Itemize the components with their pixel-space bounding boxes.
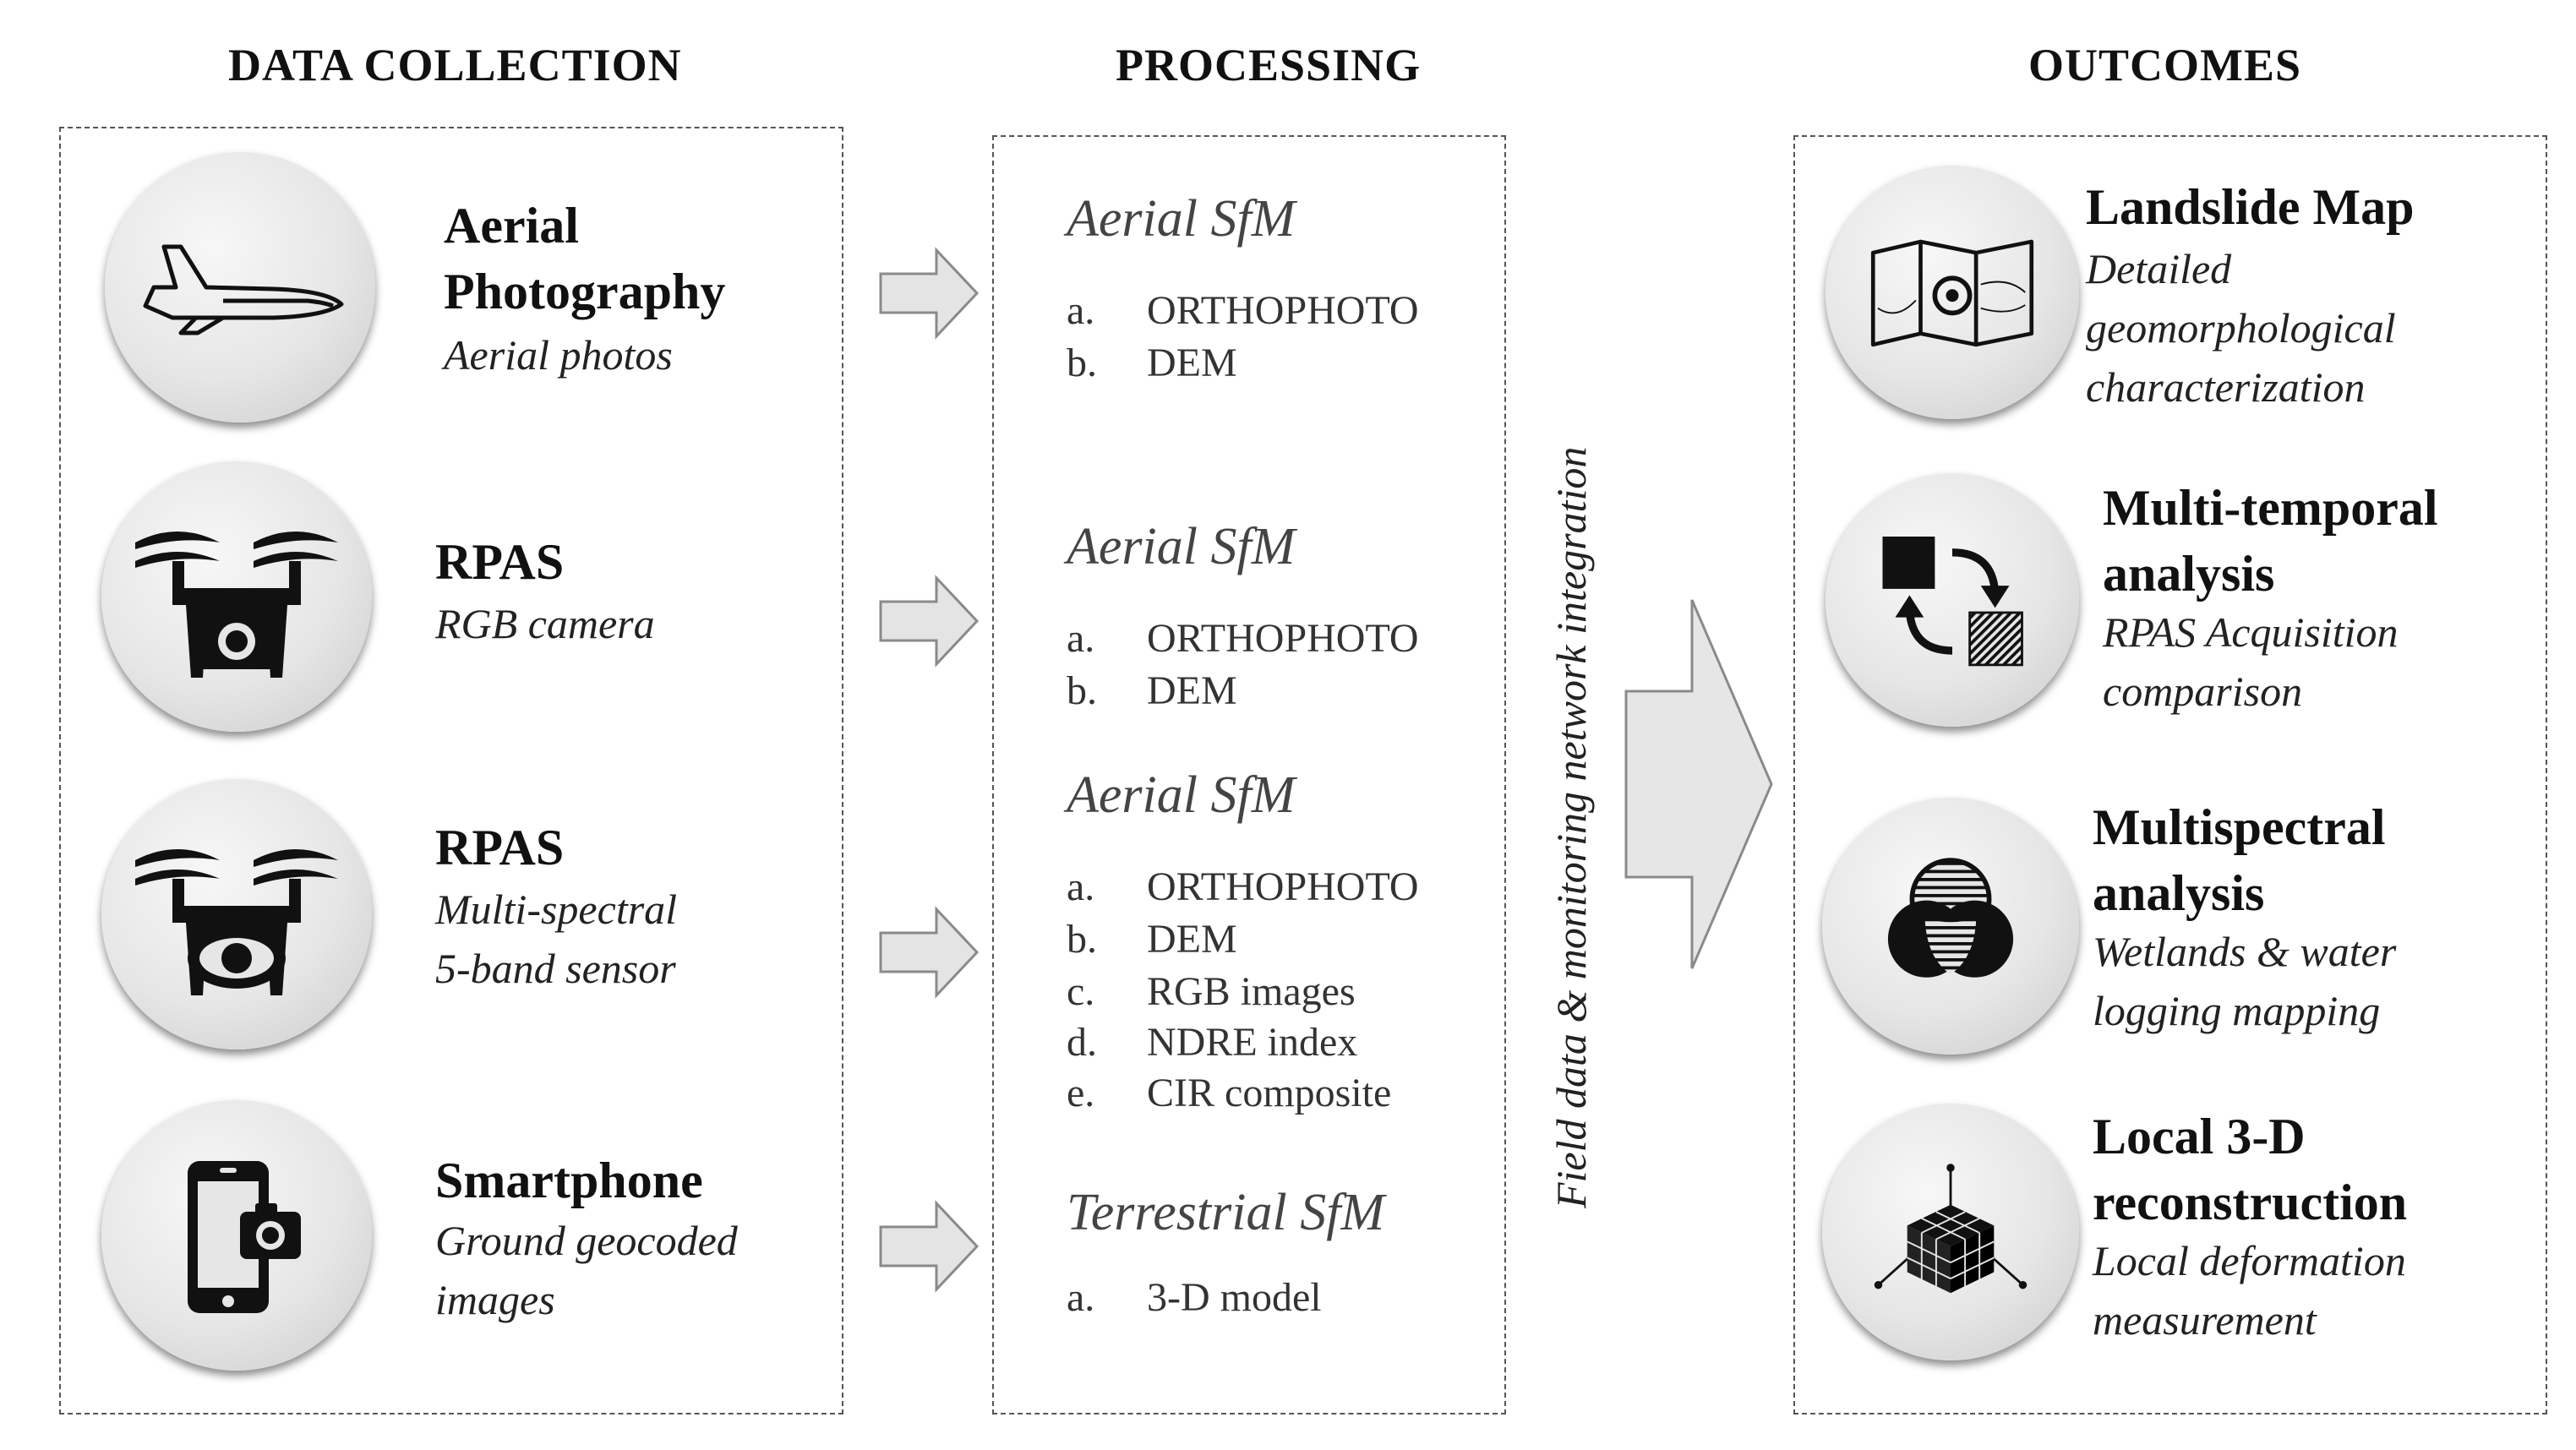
integration-label: Field data & monitoring network integrat… [1547, 446, 1595, 1208]
processing-item: a.ORTHOPHOTO [1067, 288, 1419, 333]
header-data-collection: DATA COLLECTION [228, 40, 682, 90]
processing-group-title: Terrestrial SfM [1067, 1184, 1385, 1241]
collection-subtitle-line: 5-band sensor [435, 945, 676, 992]
outcome-subtitle-line: logging mapping [2093, 987, 2381, 1034]
small-arrow-icon [879, 906, 980, 999]
processing-item: a.ORTHOPHOTO [1067, 616, 1419, 661]
outcome-title-line: Local 3-D [2093, 1109, 2306, 1164]
collection-subtitle-line: Ground geocoded [435, 1217, 738, 1264]
drone-camera-icon [135, 531, 338, 678]
small-arrow-icon [879, 575, 980, 668]
processing-item: b.DEM [1067, 917, 1237, 962]
outcome-subtitle-line: RPAS Acquisition [2103, 608, 2399, 656]
small-arrow-icon [879, 1200, 980, 1293]
processing-group-title: Aerial SfM [1067, 518, 1296, 575]
rpas-rgb-circle [101, 461, 372, 732]
outcome-title-line: analysis [2093, 865, 2265, 921]
squares-swap-icon [1882, 537, 2023, 667]
header-outcomes: OUTCOMES [2028, 40, 2302, 90]
outcome-subtitle-line: Local deformation [2093, 1237, 2406, 1284]
outcome-title-line: Multi-temporal [2103, 480, 2438, 536]
cube-icon [1874, 1164, 2028, 1294]
header-processing: PROCESSING [1116, 40, 1422, 90]
outcome-subtitle-line: geomorphological [2086, 304, 2396, 352]
collection-title-line: Aerial [444, 198, 579, 253]
venn-icon [1887, 858, 2014, 978]
smartphone-camera-icon [188, 1161, 301, 1313]
outcome-title-line: analysis [2103, 546, 2275, 602]
processing-panel [992, 135, 1506, 1415]
processing-item: b.DEM [1067, 668, 1237, 713]
rpas-multispectral-circle [101, 779, 372, 1049]
collection-title-line: RPAS [435, 820, 565, 875]
outcome-subtitle-line: measurement [2093, 1296, 2317, 1344]
outcome-title-line: Multispectral [2093, 799, 2386, 855]
processing-item: b.DEM [1067, 341, 1237, 385]
collection-title-line: RPAS [435, 534, 565, 590]
airplane-icon [143, 244, 344, 335]
small-arrow-icon [879, 247, 980, 340]
processing-group-title: Aerial SfM [1067, 766, 1296, 824]
smartphone-circle [101, 1100, 372, 1371]
processing-item: d.NDRE index [1067, 1020, 1358, 1065]
outcome-subtitle-line: comparison [2103, 668, 2303, 715]
multi-temporal-circle [1826, 473, 2079, 727]
collection-subtitle-line: images [435, 1276, 555, 1323]
drone-eye-icon [135, 849, 338, 995]
outcome-title-line: Landslide Map [2086, 179, 2415, 235]
multispectral-circle [1822, 798, 2079, 1055]
collection-subtitle-line: RGB camera [435, 600, 655, 647]
collection-subtitle-line: Multi-spectral [435, 886, 678, 933]
collection-title-line: Smartphone [435, 1153, 703, 1208]
collection-title-line: Photography [444, 264, 726, 319]
processing-item: a.3-D model [1067, 1275, 1322, 1320]
outcome-subtitle-line: Detailed [2086, 245, 2232, 292]
processing-group-title: Aerial SfM [1067, 190, 1296, 248]
local-3d-circle [1822, 1104, 2079, 1360]
processing-item: c.RGB images [1067, 969, 1356, 1014]
collection-subtitle-line: Aerial photos [444, 331, 673, 379]
aerial-photography-circle [105, 152, 375, 422]
processing-item: a.ORTHOPHOTO [1067, 864, 1419, 909]
outcome-subtitle-line: Wetlands & water [2093, 928, 2397, 975]
large-arrow-icon [1624, 599, 1773, 969]
processing-item: e.CIR composite [1067, 1071, 1392, 1115]
outcome-title-line: reconstruction [2093, 1175, 2408, 1230]
landslide-map-circle [1826, 166, 2079, 419]
outcome-subtitle-line: characterization [2086, 363, 2366, 411]
map-icon [1870, 239, 2034, 347]
